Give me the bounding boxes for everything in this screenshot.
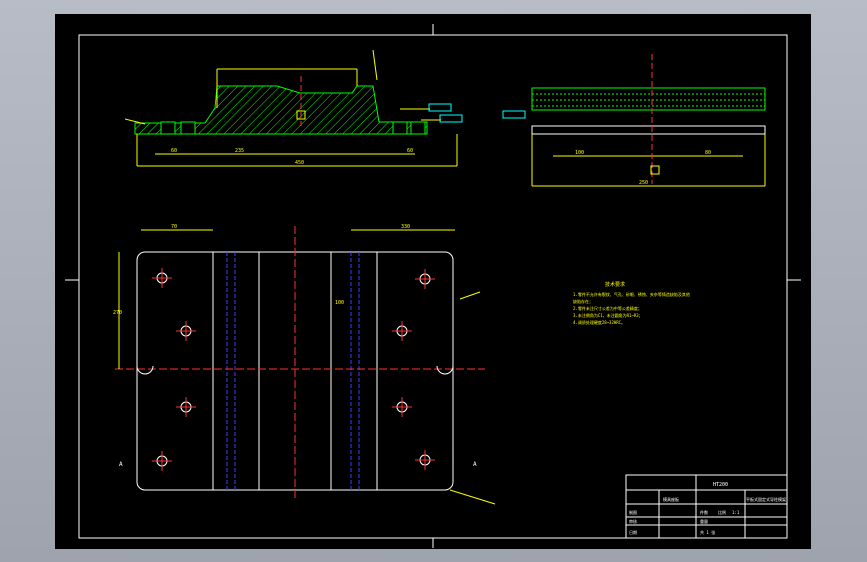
tech-req-line: 缺陷存在； (573, 298, 593, 304)
dim-side-a: 100 (575, 150, 584, 156)
plan-view[interactable]: 330 70 270 100 A A (113, 224, 496, 505)
tech-req-line: 4.调质处理硬度28~32HRC。 (573, 319, 625, 325)
technical-requirements: 技术要求 1.零件不允许有裂纹、气孔、砂眼、锈蚀、夹杂等铸造缺陷及其他 缺陷存在… (573, 281, 690, 325)
title-block-material: HT200 (713, 482, 728, 488)
dim-plan-left: 70 (171, 224, 177, 230)
side-view[interactable]: 250 100 80 (502, 54, 766, 187)
section-hatch (134, 85, 428, 135)
dim-top-right: 60 (407, 148, 413, 154)
title-block-row-label: 审核 (629, 518, 637, 524)
title-block-count-label: 件数 (700, 509, 708, 515)
title-block-sheet: 共 1 张 (700, 529, 715, 535)
dim-side-b: 80 (705, 150, 711, 156)
dim-top-total: 450 (295, 160, 304, 166)
dim-plan-width: 330 (401, 224, 410, 230)
title-block-weight-label: 重量 (700, 518, 708, 524)
cad-drawing[interactable]: 450 60 235 60 250 100 (55, 14, 811, 549)
front-section-view[interactable]: 450 60 235 60 (124, 49, 463, 167)
section-mark-right: A (473, 461, 477, 468)
title-block-row-label: 日期 (629, 529, 637, 535)
tech-req-line: 3.未注倒角为C1，未注圆角为R1~R3； (573, 312, 643, 318)
dim-side-total: 250 (639, 180, 648, 186)
title-block-scale-label: 比例 (718, 509, 726, 515)
dim-top-left: 60 (171, 148, 177, 154)
tech-req-title: 技术要求 (605, 281, 625, 288)
title-block-part-name: 模具座板 (663, 496, 679, 502)
tech-req-line: 2.零件未注尺寸公差为中等公差精度； (573, 305, 642, 311)
title-block-row-label: 制图 (629, 509, 637, 515)
title-block[interactable]: HT200 平板式固定式导柱模架 模具座板 比例 1:1 件数 重量 共 1 张… (625, 474, 788, 539)
dim-plan-height: 270 (113, 310, 122, 316)
hole-centers (152, 268, 435, 471)
section-mark-left: A (119, 461, 123, 468)
title-block-scale: 1:1 (732, 510, 740, 515)
title-block-drawing-title: 平板式固定式导柱模架 (746, 496, 786, 502)
drawing-canvas[interactable]: 450 60 235 60 250 100 (55, 14, 811, 549)
dim-top-mid: 235 (235, 148, 244, 154)
tech-req-line: 1.零件不允许有裂纹、气孔、砂眼、锈蚀、夹杂等铸造缺陷及其他 (573, 291, 690, 297)
dim-plan-slot: 100 (335, 300, 344, 306)
drawing-frame (65, 24, 801, 548)
